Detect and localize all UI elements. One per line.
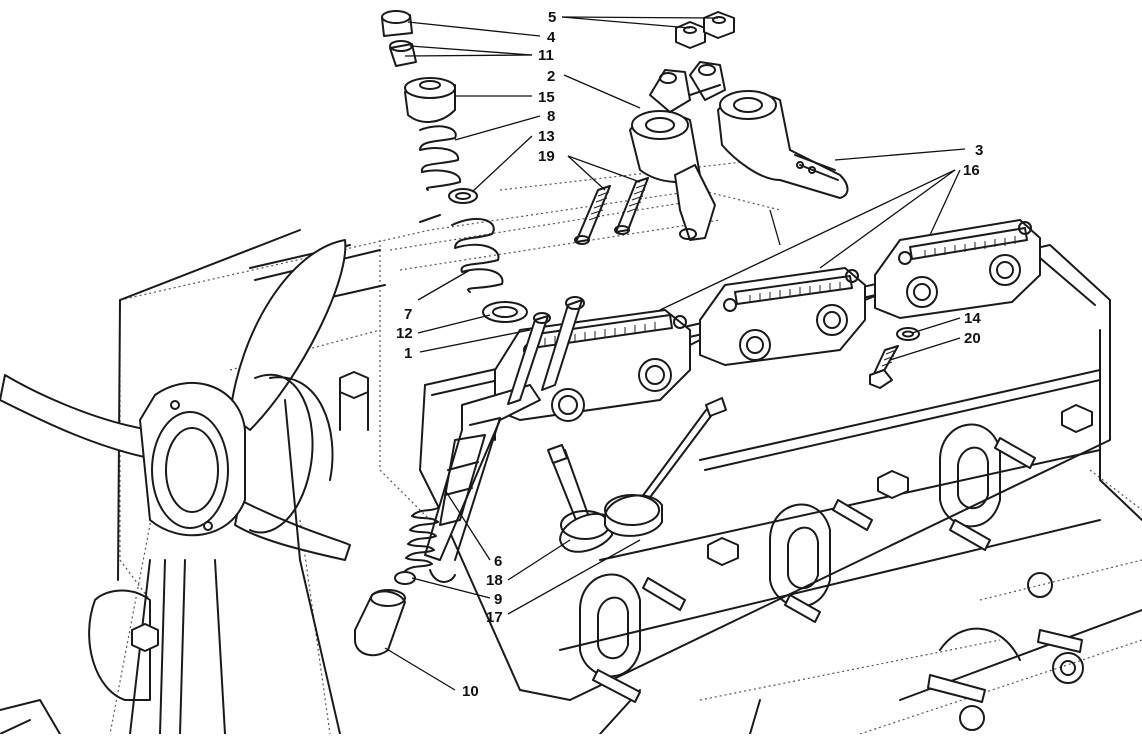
label-5: 5 bbox=[548, 9, 556, 26]
label-4: 4 bbox=[547, 29, 556, 46]
label-1: 1 bbox=[404, 345, 412, 362]
pushrod-guide bbox=[424, 384, 541, 583]
label-18: 18 bbox=[486, 572, 503, 589]
rocker-arms bbox=[629, 61, 849, 241]
rocker-nuts bbox=[675, 11, 735, 49]
label-11: 11 bbox=[538, 47, 554, 64]
label-7: 7 bbox=[404, 306, 412, 323]
pushrods bbox=[507, 296, 585, 405]
rocker-supports bbox=[469, 219, 1041, 441]
label-12: 12 bbox=[396, 325, 413, 342]
label-9: 9 bbox=[494, 591, 502, 608]
label-2: 2 bbox=[547, 68, 555, 85]
leader-lines bbox=[384, 16, 966, 691]
adjusting-screws bbox=[574, 177, 649, 245]
bolt-and-washer bbox=[869, 327, 920, 389]
valve-spring-stack bbox=[381, 10, 528, 323]
label-14: 14 bbox=[964, 310, 981, 327]
label-17: 17 bbox=[486, 609, 503, 626]
label-6: 6 bbox=[494, 553, 502, 570]
label-10: 10 bbox=[462, 683, 479, 700]
label-20: 20 bbox=[964, 330, 981, 347]
label-15: 15 bbox=[538, 89, 555, 106]
label-3: 3 bbox=[975, 142, 983, 159]
tappet-spring bbox=[354, 507, 439, 657]
label-19: 19 bbox=[538, 148, 555, 165]
cooling-fan bbox=[0, 239, 351, 735]
label-8: 8 bbox=[547, 108, 555, 125]
label-16: 16 bbox=[963, 162, 980, 179]
label-13: 13 bbox=[538, 128, 555, 145]
callout-labels: 5 4 11 2 15 8 13 19 3 16 7 12 1 14 20 6 … bbox=[396, 9, 983, 700]
valves bbox=[547, 397, 727, 553]
